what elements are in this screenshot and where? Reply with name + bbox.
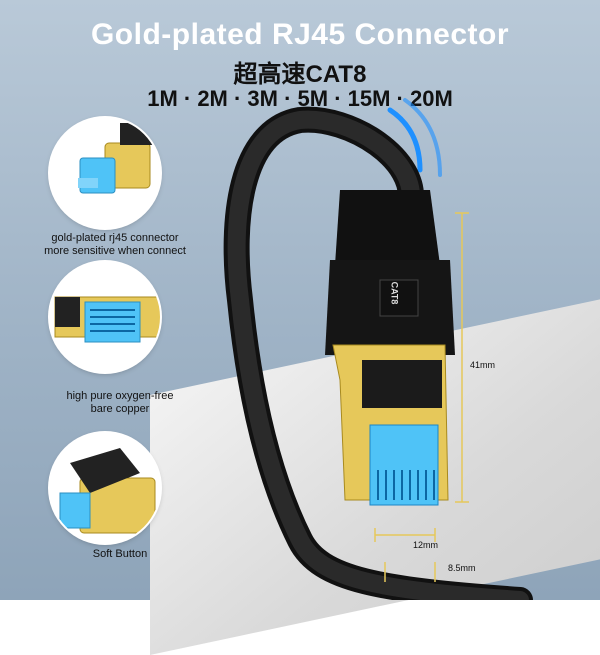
feature-caption-copper-text: high pure oxygen-free bare copper xyxy=(66,390,174,415)
feature-caption-connector-text: gold-plated rj45 connector more sensitiv… xyxy=(44,232,186,257)
feature-caption-button-text: Soft Button xyxy=(92,548,148,560)
plug-label: CAT8 xyxy=(389,281,400,305)
length-options: 1M · 2M · 3M · 5M · 15M · 20M xyxy=(147,86,453,111)
feature-bubble-button xyxy=(50,433,160,543)
feature-bubble-connector xyxy=(50,118,160,228)
ethernet-cable-illustration xyxy=(223,98,533,600)
copper-contacts-icon xyxy=(54,296,160,343)
rj45-connector-icon xyxy=(78,123,155,194)
page-title: Gold-plated RJ45 Connector xyxy=(90,18,510,51)
dimension-width: 12mm xyxy=(413,540,439,550)
page-subtitle: 超高速CAT8 xyxy=(233,61,367,88)
feature-caption-button: Soft Button xyxy=(40,548,200,561)
dimension-cable: 8.5mm xyxy=(448,563,476,573)
soft-button-icon xyxy=(59,448,156,534)
dimension-height: 41mm xyxy=(470,360,496,370)
feature-bubble-copper xyxy=(50,262,160,372)
feature-caption-copper: high pure oxygen-free bare copper xyxy=(40,390,200,416)
feature-caption-connector: gold-plated rj45 connector more sensitiv… xyxy=(20,232,210,258)
